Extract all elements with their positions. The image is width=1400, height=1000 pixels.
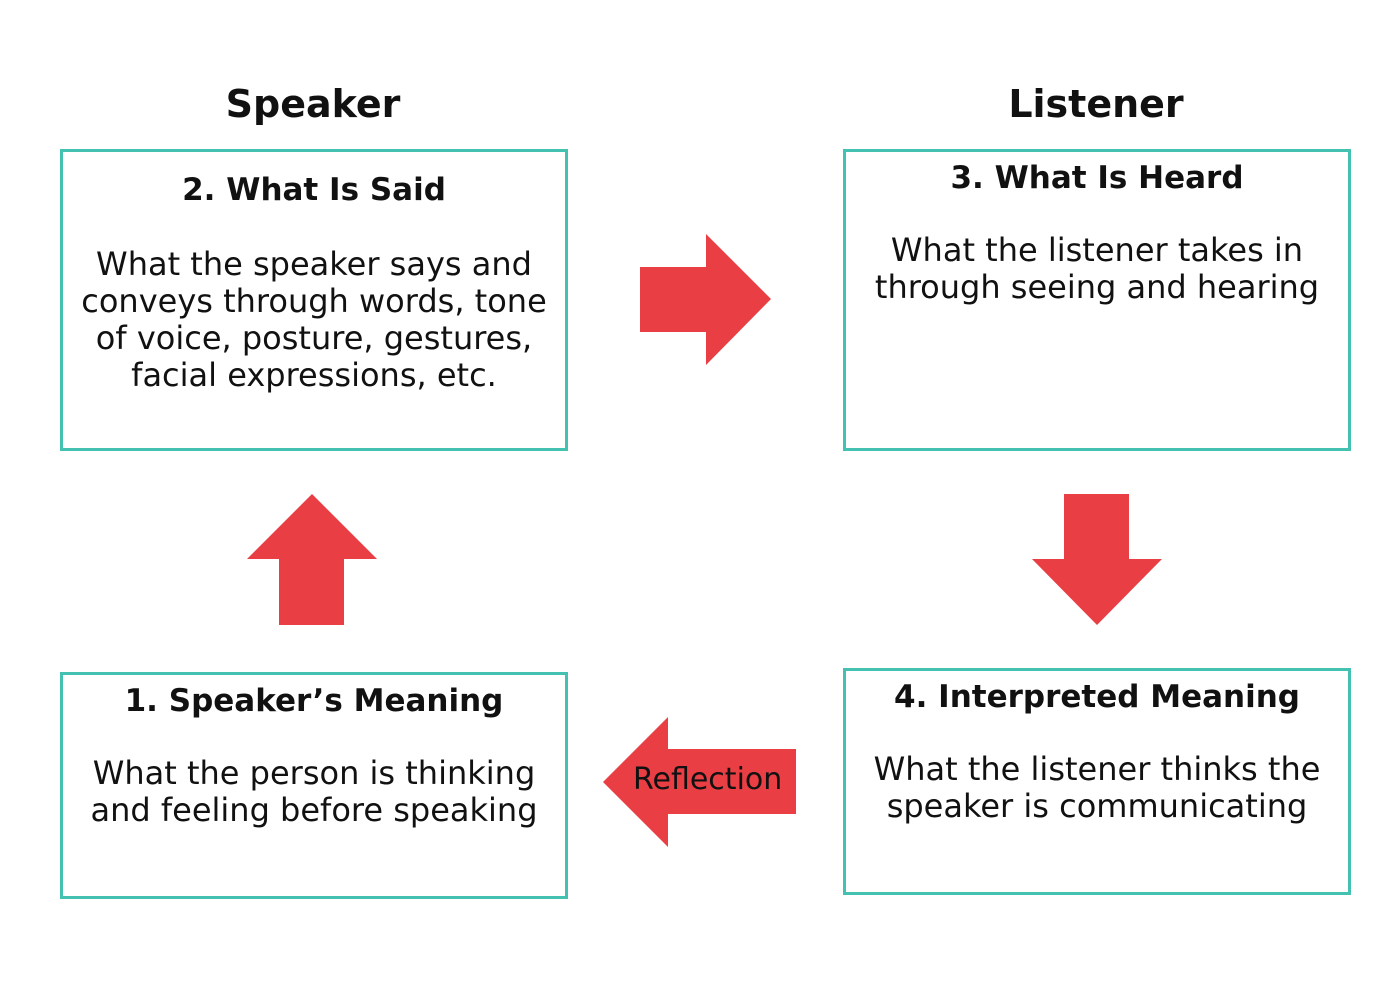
arrow-left-reflection-icon (603, 717, 796, 847)
box-title: 1. Speaker’s Meaning (124, 683, 504, 719)
box-title: 4. Interpreted Meaning (894, 679, 1300, 715)
box-title: 3. What Is Heard (950, 160, 1244, 196)
arrow-up-icon (247, 494, 377, 625)
reflection-label: Reflection (633, 762, 783, 797)
listener-column-title: Listener (1008, 82, 1184, 126)
box-title: 2. What Is Said (182, 172, 446, 208)
arrow-right-icon (640, 234, 771, 365)
arrow-down-shape (1032, 494, 1162, 625)
box-speakers-meaning: 1. Speaker’s Meaning What the person is … (60, 672, 568, 899)
speaker-column-title: Speaker (225, 82, 401, 126)
box-interpreted-meaning: 4. Interpreted Meaning What the listener… (843, 668, 1351, 895)
arrow-left-shape (603, 717, 796, 847)
box-body: What the listener takes in through seein… (874, 231, 1320, 306)
box-body: What the listener thinks the speaker is … (873, 750, 1321, 825)
box-what-is-heard: 3. What Is Heard What the listener takes… (843, 149, 1351, 451)
box-body: What the speaker says and conveys throug… (81, 245, 547, 394)
box-body: What the person is thinking and feeling … (90, 754, 538, 829)
arrow-up-shape (247, 494, 377, 625)
arrow-down-icon (1032, 494, 1162, 625)
arrow-right-shape (640, 234, 771, 365)
box-what-is-said: 2. What Is Said What the speaker says an… (60, 149, 568, 451)
